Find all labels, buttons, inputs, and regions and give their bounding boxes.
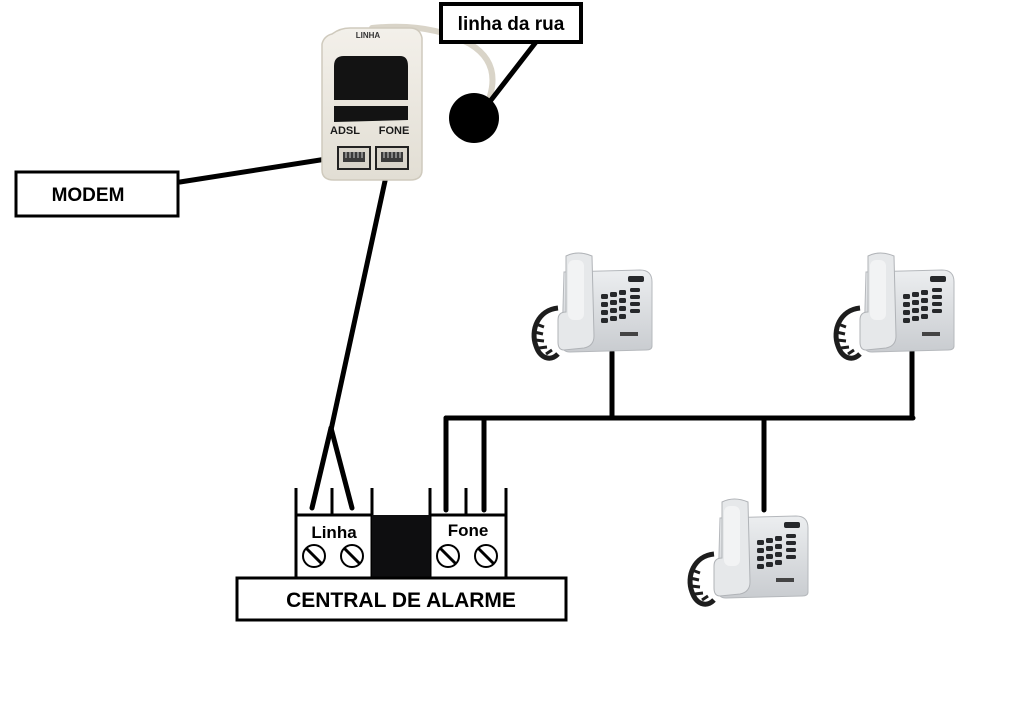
telephone-1: [534, 253, 652, 358]
screw-fone-2: [474, 544, 498, 568]
adsl-port: [337, 146, 371, 170]
telephone-icon: [690, 499, 808, 604]
wires: [177, 23, 916, 513]
modem-text: MODEM: [52, 185, 125, 206]
telephone-2: [836, 253, 954, 358]
phone-port: [375, 146, 409, 170]
telephone-icon: [836, 253, 954, 358]
street-line-text: linha da rua: [458, 14, 565, 35]
alarm-panel-text: CENTRAL DE ALARME: [286, 589, 516, 612]
screw-fone-1: [436, 544, 460, 568]
panel-phone-label: Fone: [448, 521, 489, 540]
phone-port-wire: [328, 155, 393, 433]
linha-wire-right: [328, 425, 355, 511]
terminal-screws: [302, 544, 498, 568]
street-line-pointer: [485, 39, 539, 107]
linha-wire-left: [309, 425, 334, 511]
screw-linha-2: [340, 544, 364, 568]
splitter-phone-label: FONE: [379, 125, 410, 137]
splitter-window: [334, 56, 408, 122]
modem-label: MODEM: [14, 170, 180, 218]
splitter-top-label: LINHA: [356, 31, 381, 40]
street-line-connector: [449, 93, 499, 143]
telephone-3: [690, 499, 808, 604]
telephone-icon: [534, 253, 652, 358]
alarm-panel-label: CENTRAL DE ALARME: [235, 576, 568, 622]
panel-line-label: Linha: [311, 523, 357, 542]
screw-linha-1: [302, 544, 326, 568]
street-line-label: linha da rua: [439, 2, 583, 44]
panel-center-block: [372, 515, 430, 577]
adsl-splitter: LINHA ADSL FONE: [321, 27, 423, 181]
splitter-adsl-label: ADSL: [330, 125, 360, 137]
